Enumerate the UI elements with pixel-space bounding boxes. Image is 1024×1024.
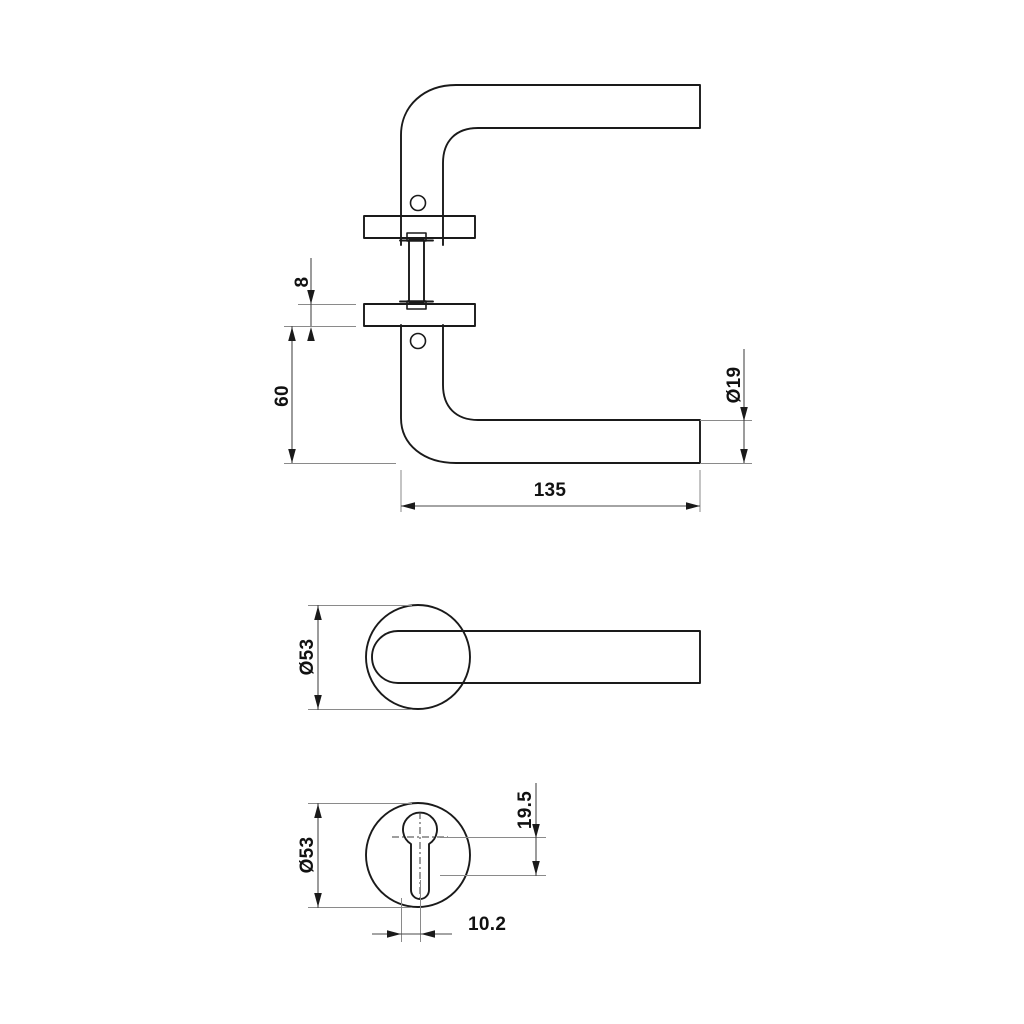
dimension-19-5: 19.5 bbox=[515, 783, 540, 876]
dimension-label-d19: Ø19 bbox=[724, 367, 745, 404]
dimension-label-d53-rose: Ø53 bbox=[297, 639, 318, 676]
dimension-60: 60 bbox=[272, 326, 296, 463]
fixing-screw-holes bbox=[409, 194, 427, 350]
lever-arm-plan bbox=[371, 630, 701, 684]
view2-extension-lines bbox=[308, 605, 412, 710]
dimension-d53-escutcheon: Ø53 bbox=[297, 803, 322, 908]
view-escutcheon: Ø53 19.5 10.2 bbox=[297, 783, 546, 942]
dimension-label-8: 8 bbox=[292, 277, 313, 288]
dimension-label-10-2: 10.2 bbox=[468, 914, 506, 935]
spindle bbox=[399, 232, 434, 310]
dimension-label-60: 60 bbox=[272, 385, 293, 407]
dimension-d19: Ø19 bbox=[724, 349, 748, 463]
upper-lever-outline bbox=[400, 84, 701, 246]
escutcheon-circle bbox=[365, 802, 471, 908]
view1-extension-lines bbox=[284, 304, 752, 512]
dimension-label-d53-escutcheon: Ø53 bbox=[297, 837, 318, 874]
keyhole-center-lines bbox=[392, 812, 448, 900]
euro-keyhole bbox=[402, 811, 438, 900]
view-elevation: 8 60 Ø19 135 bbox=[272, 84, 752, 512]
dimension-8: 8 bbox=[292, 258, 315, 341]
upper-rose-plate bbox=[363, 215, 476, 239]
dimension-135: 135 bbox=[401, 480, 700, 510]
rose-circle bbox=[365, 604, 471, 710]
lower-lever-outline bbox=[400, 324, 701, 464]
dimension-10-2: 10.2 bbox=[372, 914, 506, 938]
dimension-label-19-5: 19.5 bbox=[515, 791, 536, 829]
view-plan-rose: Ø53 bbox=[297, 604, 701, 710]
lower-rose-plate bbox=[363, 303, 476, 327]
dimension-label-135: 135 bbox=[534, 480, 567, 501]
view3-extension-lines bbox=[308, 803, 546, 942]
dimension-d53-rose: Ø53 bbox=[297, 605, 322, 710]
